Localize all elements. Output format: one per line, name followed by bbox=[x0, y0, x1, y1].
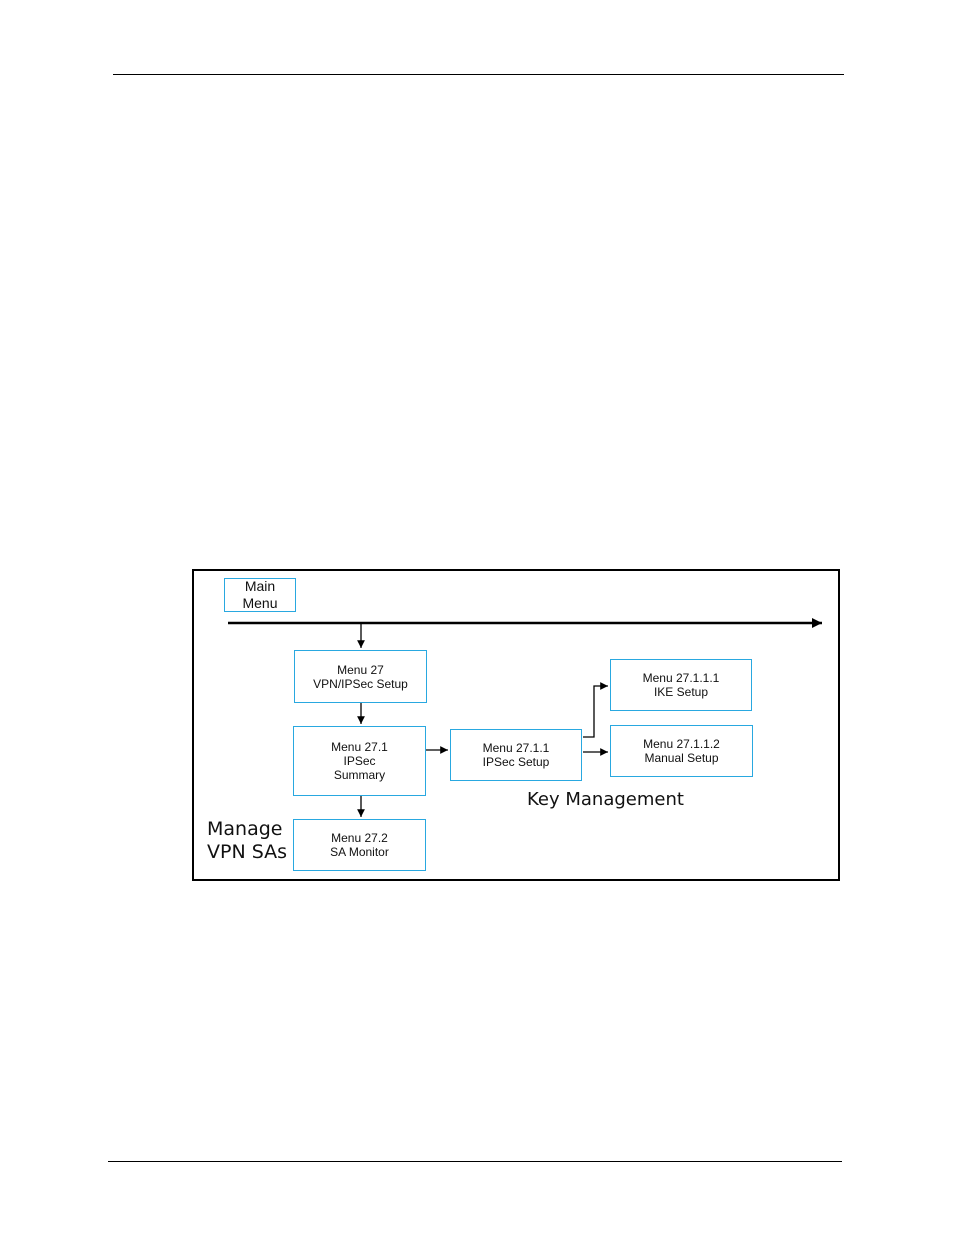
menu-27-1-1-node: Menu 27.1.1 IPSec Setup bbox=[450, 729, 582, 781]
menu-27-2-node: Menu 27.2 SA Monitor bbox=[293, 819, 426, 871]
menu-27-1-1-1-node: Menu 27.1.1.1 IKE Setup bbox=[610, 659, 752, 711]
menu-27-1-node: Menu 27.1 IPSec Summary bbox=[293, 726, 426, 796]
main-menu-node: Main Menu bbox=[224, 578, 296, 612]
footer-rule bbox=[108, 1161, 842, 1162]
edge-27-1-1-to-ike bbox=[583, 686, 608, 737]
menu-27-node: Menu 27 VPN/IPSec Setup bbox=[294, 650, 427, 703]
manage-vpn-sas-label: Manage VPN SAs bbox=[207, 818, 287, 864]
menu-27-1-1-2-node: Menu 27.1.1.2 Manual Setup bbox=[610, 725, 753, 777]
key-management-label: Key Management bbox=[527, 789, 684, 810]
